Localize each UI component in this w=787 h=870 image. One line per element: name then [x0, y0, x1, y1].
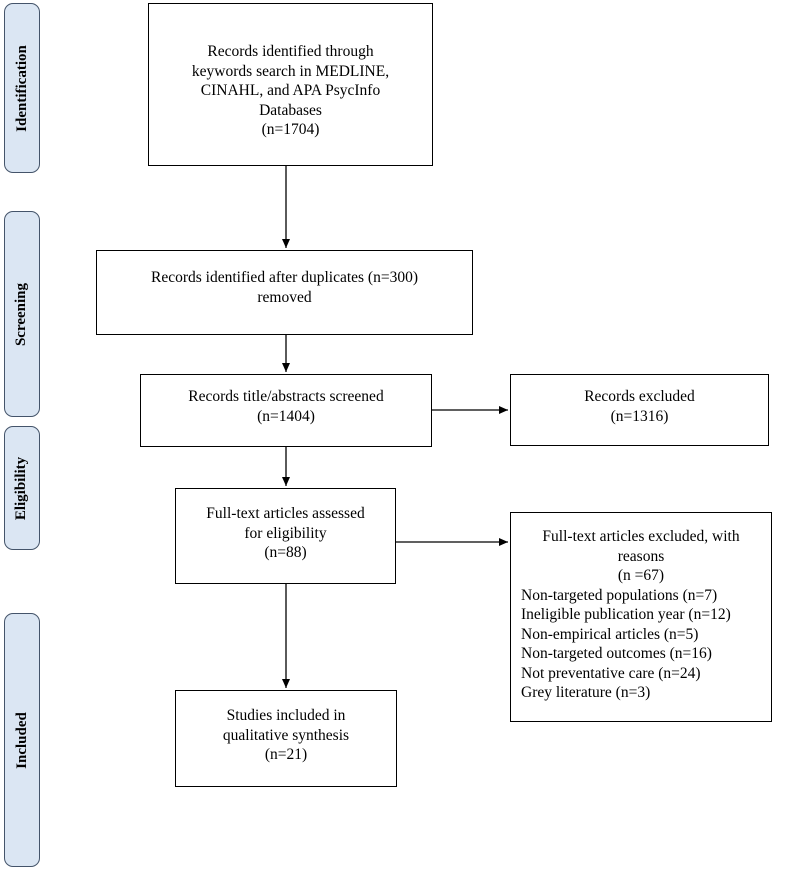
studies-included-box: Studies included in qualitative synthesi… [175, 690, 397, 787]
records-screened-box: Records title/abstracts screened (n=1404… [140, 374, 432, 447]
fulltext-assessed-count: (n=88) [264, 544, 307, 561]
studies-included-line: qualitative synthesis [222, 726, 350, 744]
fulltext-assessed-line: for eligibility [244, 524, 327, 542]
exclusion-reason: Non-targeted populations (n=7) [521, 586, 718, 604]
fulltext-assessed-line: Full-text articles assessed [206, 505, 365, 522]
fulltext-assessed-box: Full-text articles assessed for eligibil… [175, 488, 396, 584]
records-excluded-box: Records excluded (n=1316) [510, 374, 769, 446]
fulltext-excluded-box: Full-text articles excluded, with reason… [510, 512, 772, 722]
studies-included-line: Studies included in [226, 707, 346, 724]
exclusion-reason: Non-empirical articles (n=5) [521, 625, 699, 643]
phase-eligibility: Eligibility [4, 426, 40, 550]
fulltext-excluded-count: (n =67) [617, 567, 665, 584]
phase-identification: Identification [4, 3, 40, 173]
records-screened-line: Records title/abstracts screened [188, 388, 384, 405]
exclusion-reason: Ineligible publication year (n=12) [521, 606, 731, 623]
phase-screening: Screening [4, 211, 40, 417]
records-identified-line: CINAHL, and APA PsycInfo [200, 82, 381, 99]
records-identified-count: (n=1704) [261, 121, 320, 138]
duplicates-removed-line: Records identified after duplicates (n=3… [151, 269, 418, 286]
records-excluded-count: (n=1316) [610, 407, 669, 425]
duplicates-removed-box: Records identified after duplicates (n=3… [96, 250, 473, 335]
exclusion-reason: Not preventative care (n=24) [521, 664, 701, 682]
records-identified-line: keywords search in MEDLINE, [191, 62, 390, 80]
duplicates-removed-line: removed [257, 288, 312, 306]
phase-included: Included [4, 613, 40, 867]
exclusion-reason: Grey literature (n=3) [521, 684, 651, 701]
records-screened-count: (n=1404) [257, 407, 315, 425]
records-identified-box: Records identified through keywords sear… [148, 3, 433, 166]
exclusion-reason: Non-targeted outcomes (n=16) [521, 645, 712, 662]
fulltext-excluded-header: Full-text articles excluded, with [542, 528, 740, 545]
records-excluded-line: Records excluded [584, 388, 695, 405]
records-identified-line: Databases [259, 101, 322, 119]
records-identified-line: Records identified through [207, 43, 374, 60]
fulltext-excluded-header: reasons [617, 547, 665, 565]
studies-included-count: (n=21) [264, 746, 308, 763]
